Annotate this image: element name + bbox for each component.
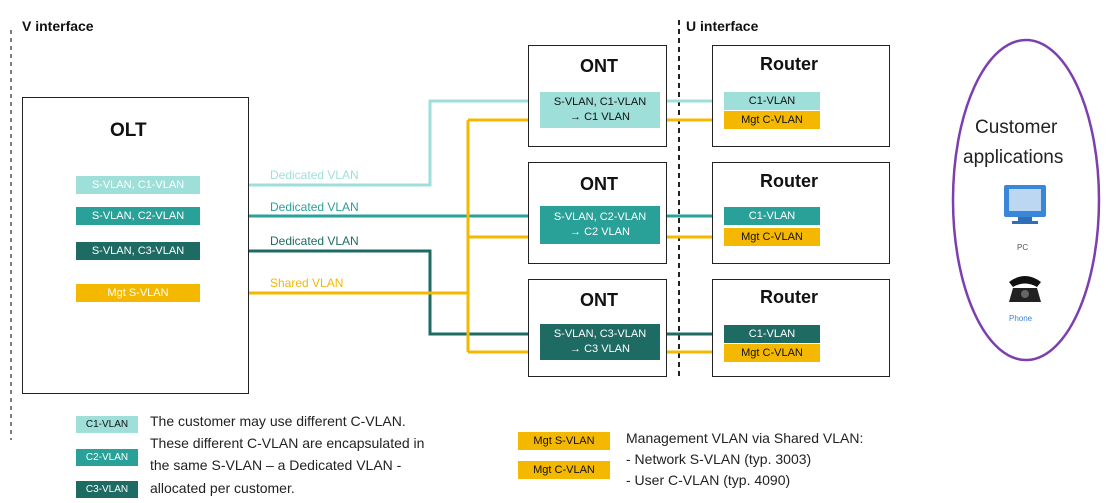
router-mgt-2: Mgt C-VLAN: [724, 228, 820, 246]
legend-left-text-3: the same S-VLAN – a Dedicated VLAN -: [150, 457, 402, 473]
u-interface-label: U interface: [686, 18, 759, 34]
olt-tag-c2: S-VLAN, C2-VLAN: [76, 207, 200, 225]
legend-tag-c3: C3-VLAN: [76, 481, 138, 498]
ont-title-3: ONT: [580, 290, 618, 310]
legend-tag-mgt-s: Mgt S-VLAN: [518, 432, 610, 450]
legend-tag-c2: C2-VLAN: [76, 449, 138, 466]
olt-tag-mgt: Mgt S-VLAN: [76, 284, 200, 302]
pc-icon: [1004, 185, 1046, 224]
ont-tag-3-line2: → C3 VLAN: [570, 343, 630, 355]
customer-applications-ellipse: [951, 38, 1101, 362]
legend-left-text-2: These different C-VLAN are encapsulated …: [150, 435, 425, 451]
legend-tag-mgt-c: Mgt C-VLAN: [518, 461, 610, 479]
link-label-mgt: Shared VLAN: [270, 276, 344, 290]
router-cvlan-2: C1-VLAN: [724, 207, 820, 225]
legend-right-text-2: - Network S-VLAN (typ. 3003): [626, 451, 812, 467]
ont-tag-2: S-VLAN, C2-VLAN → C2 VLAN: [540, 206, 660, 244]
ont-tag-1-line1: S-VLAN, C1-VLAN: [553, 96, 647, 108]
ont-tag-2-line2: → C2 VLAN: [570, 226, 630, 238]
legend-right-text-3: - User C-VLAN (typ. 4090): [626, 472, 791, 488]
ont-tag-1-line2: → C1 VLAN: [570, 111, 630, 123]
olt-title: OLT: [110, 120, 147, 141]
ont-tag-2-line1: S-VLAN, C2-VLAN: [553, 211, 647, 223]
olt-tag-c1: S-VLAN, C1-VLAN: [76, 176, 200, 194]
phone-label: Phone: [1009, 314, 1033, 323]
olt-tag-c3: S-VLAN, C3-VLAN: [76, 242, 200, 260]
link-label-c3: Dedicated VLAN: [270, 234, 359, 248]
legend-right-text-1: Management VLAN via Shared VLAN:: [626, 430, 864, 446]
link-c1: [200, 99, 540, 187]
ont-tag-3-line1: S-VLAN, C3-VLAN: [553, 328, 647, 340]
customer-title-line2: applications: [963, 147, 1064, 168]
customer-title-line1: Customer: [975, 117, 1058, 138]
pc-label: PC: [1017, 243, 1029, 252]
router-cvlan-3: C1-VLAN: [724, 325, 820, 343]
ont-title-2: ONT: [580, 174, 618, 194]
legend-left-text-1: The customer may use different C-VLAN.: [150, 413, 406, 429]
link-label-c1: Dedicated VLAN: [270, 168, 359, 182]
router-title-2: Router: [760, 171, 818, 191]
router-mgt-3: Mgt C-VLAN: [724, 344, 820, 362]
ont-title-1: ONT: [580, 56, 618, 76]
ont-tag-1: S-VLAN, C1-VLAN → C1 VLAN: [540, 92, 660, 128]
ont-tag-3: S-VLAN, C3-VLAN → C3 VLAN: [540, 324, 660, 360]
router-title-3: Router: [760, 287, 818, 307]
legend-tag-c1: C1-VLAN: [76, 416, 138, 433]
router-mgt-1: Mgt C-VLAN: [724, 111, 820, 129]
router-title-1: Router: [760, 54, 818, 74]
link-label-c2: Dedicated VLAN: [270, 200, 359, 214]
legend-left-text-4: allocated per customer.: [150, 480, 295, 496]
router-cvlan-1: C1-VLAN: [724, 92, 820, 110]
v-interface-label: V interface: [22, 18, 94, 34]
phone-icon: [1009, 276, 1041, 302]
